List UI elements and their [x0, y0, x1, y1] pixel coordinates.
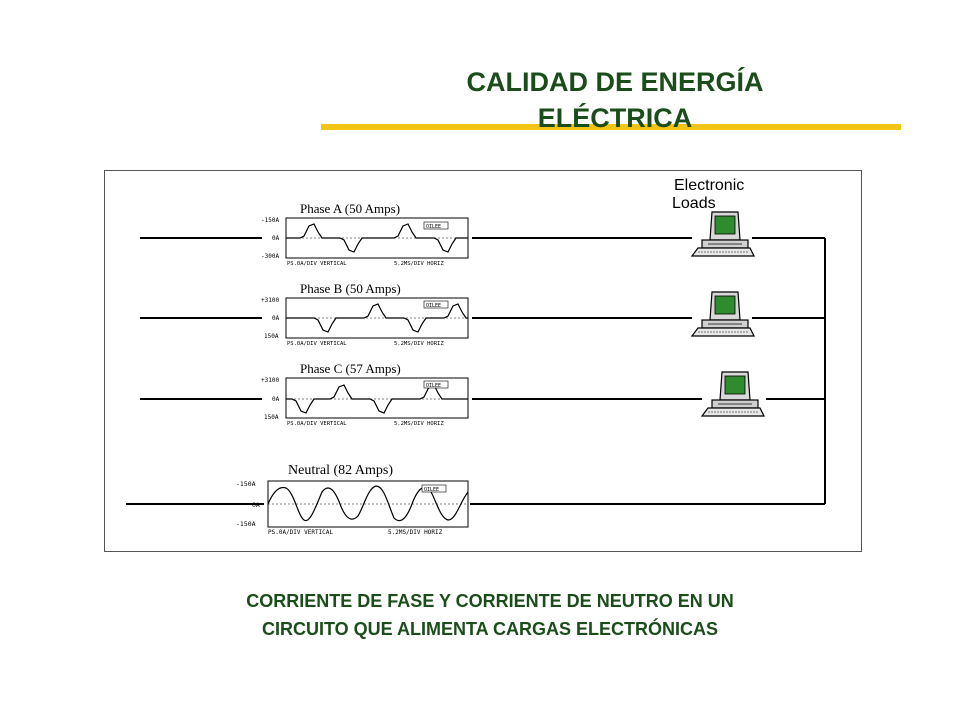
title-line-1: CALIDAD DE ENERGÍA: [466, 67, 764, 97]
loads-label-line-1: Electronic: [674, 177, 744, 194]
phase-a-scale-top: -150A: [261, 217, 279, 224]
phase-b-scale-top: +3100: [261, 297, 279, 304]
neutral-scale-mid: 0A: [252, 501, 260, 509]
caption-line-2: CIRCUITO QUE ALIMENTA CARGAS ELECTRÓNICA…: [261, 619, 718, 639]
phase-a-waveform: [286, 223, 468, 253]
caption-line-1: CORRIENTE DE FASE Y CORRIENTE DE NEUTRO …: [246, 591, 734, 611]
circuit-diagram: Electronic Loads Phase A (50 Amps) -150A…: [104, 170, 862, 552]
phase-c-row: Phase C (57 Amps) +3100 0A 150A OILEE PS…: [140, 361, 825, 427]
neutral-scale-top: -150A: [236, 480, 256, 488]
computer-icon: [690, 211, 755, 257]
neutral-footer-left: PS.0A/DIV VERTICAL: [268, 529, 333, 536]
phase-c-label: Phase C (57 Amps): [300, 361, 401, 376]
phase-c-footer-right: 5.2MS/DIV HORIZ: [394, 421, 444, 427]
phase-b-waveform: [286, 303, 468, 333]
phase-c-waveform: [286, 384, 468, 414]
title-line-2: ELÉCTRICA: [537, 103, 693, 133]
phase-b-footer-right: 5.2MS/DIV HORIZ: [394, 341, 444, 347]
computer-icon: [700, 371, 765, 417]
neutral-scale-bot: -150A: [236, 520, 256, 528]
phase-c-scale-mid: 0A: [272, 396, 280, 403]
phase-b-row: Phase B (50 Amps) +3100 0A 150A OILEE PS…: [140, 281, 825, 347]
phase-a-tag-box: [423, 221, 449, 230]
phase-c-tag: OILEE: [426, 383, 441, 389]
phase-a-tag: OILEE: [426, 224, 441, 230]
phase-b-scale-bot: 150A: [264, 333, 279, 340]
phase-c-scale-bot: 150A: [264, 414, 279, 421]
phase-c-footer-left: PS.0A/DIV VERTICAL: [287, 421, 347, 427]
phase-a-scale-bot: -300A: [261, 253, 279, 260]
neutral-tag-box: [421, 484, 447, 493]
phase-a-footer-right: 5.2MS/DIV HORIZ: [394, 261, 444, 267]
neutral-tag: OILEE: [424, 487, 439, 493]
diagram-frame: [104, 170, 862, 552]
phase-b-tag: OILEE: [426, 303, 441, 309]
neutral-row: Neutral (82 Amps) -150A 0A -150A OILEE P…: [126, 463, 825, 536]
phase-a-footer-left: PS.0A/DIV VERTICAL: [287, 261, 347, 267]
title-underline-bar: [321, 124, 901, 130]
neutral-waveform: [267, 485, 469, 522]
phase-b-tag-box: [423, 300, 449, 309]
phase-c-scale-top: +3100: [261, 377, 279, 384]
phase-a-label: Phase A (50 Amps): [300, 201, 400, 216]
computer-icon: [690, 291, 755, 337]
slide-title: CALIDAD DE ENERGÍA ELÉCTRICA: [380, 64, 850, 136]
neutral-footer-right: 5.2MS/DIV HORIZ: [388, 529, 443, 536]
phase-b-scale-mid: 0A: [272, 315, 280, 322]
neutral-label: Neutral (82 Amps): [288, 463, 393, 478]
phase-a-row: Phase A (50 Amps) -150A 0A -300A OILEE P…: [140, 201, 825, 267]
phase-b-label: Phase B (50 Amps): [300, 281, 401, 296]
phase-a-scale-mid: 0A: [272, 235, 280, 242]
phase-b-footer-left: PS.0A/DIV VERTICAL: [287, 341, 347, 347]
loads-label-line-2: Loads: [672, 195, 716, 212]
phase-c-tag-box: [423, 380, 449, 389]
slide-caption: CORRIENTE DE FASE Y CORRIENTE DE NEUTRO …: [100, 587, 880, 643]
